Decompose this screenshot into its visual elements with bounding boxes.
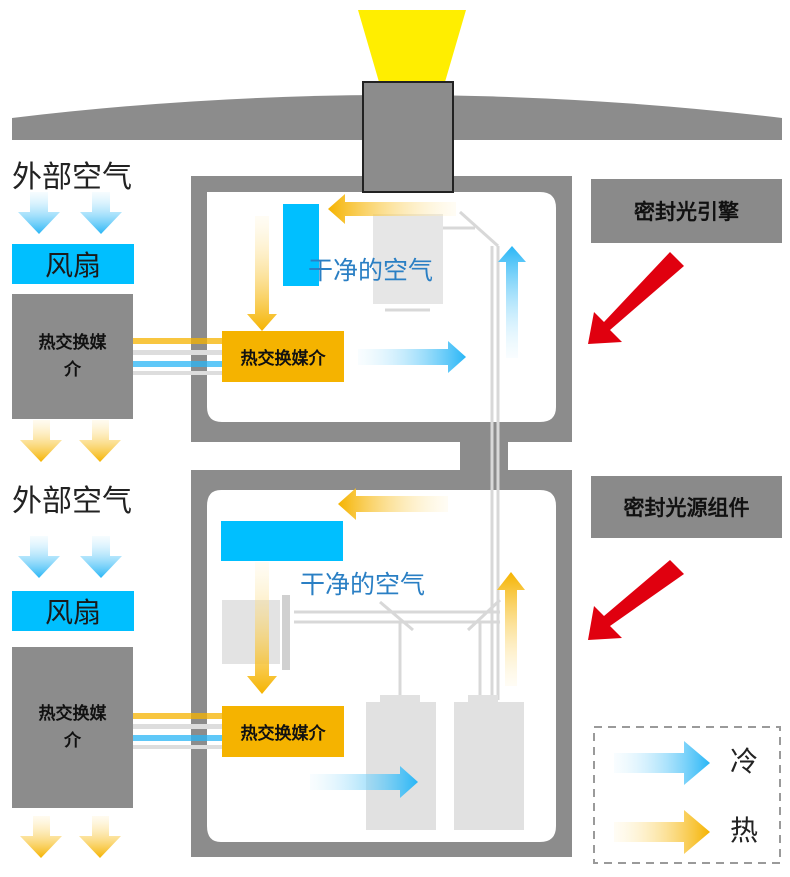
cold-flow-right-bottom bbox=[310, 766, 418, 798]
cold-flow-right-top bbox=[358, 341, 466, 373]
heat-exchanger-inner-bottom: 热交换媒介 bbox=[222, 706, 344, 757]
clean-air-label-top: 干净的空气 bbox=[308, 256, 434, 285]
legend-cold-arrow bbox=[614, 741, 710, 785]
heat-exchanger-outer-top-label: 热交换媒介 bbox=[38, 333, 107, 380]
hot-flow-left-top bbox=[328, 194, 456, 224]
optics-top bbox=[373, 210, 500, 700]
legend-cold-label: 冷 bbox=[730, 745, 759, 778]
red-arrow-engine bbox=[588, 252, 684, 344]
heat-exchanger-outer-bottom: 热交换媒介 bbox=[12, 647, 133, 808]
hot-flow-down-top bbox=[247, 216, 277, 331]
pipes-bottom bbox=[133, 713, 223, 749]
cold-flow-up-top bbox=[498, 246, 526, 358]
hot-flow-left-bottom bbox=[338, 488, 448, 520]
intake-arrows-top bbox=[18, 192, 122, 234]
sealed-light-source-label: 密封光源组件 bbox=[591, 476, 782, 538]
legend-hot-label: 热 bbox=[730, 814, 759, 847]
exhaust-arrows-bottom bbox=[20, 816, 121, 858]
red-arrow-light-source bbox=[588, 560, 684, 640]
exhaust-arrows-top bbox=[20, 420, 121, 462]
outside-air-label-top: 外部空气 bbox=[12, 160, 132, 195]
outside-air-label-bottom: 外部空气 bbox=[12, 484, 132, 519]
fan-bottom: 风扇 bbox=[12, 591, 134, 631]
heat-exchanger-outer-top: 热交换媒介 bbox=[12, 294, 133, 419]
light-beam bbox=[358, 10, 466, 82]
cold-block-top bbox=[283, 204, 319, 286]
heat-exchanger-outer-bottom-label: 热交换媒介 bbox=[38, 704, 107, 751]
pipes-top bbox=[133, 338, 223, 375]
clean-air-label-bottom: 干净的空气 bbox=[300, 570, 426, 599]
intake-arrows-bottom bbox=[18, 536, 122, 578]
cold-block-bottom bbox=[221, 521, 343, 561]
legend-hot-arrow bbox=[614, 810, 710, 854]
fan-top: 风扇 bbox=[12, 244, 134, 284]
heat-exchanger-inner-top: 热交换媒介 bbox=[222, 331, 344, 382]
optics-bottom bbox=[222, 595, 524, 830]
hot-flow-down-bottom bbox=[247, 562, 277, 694]
lens-body bbox=[362, 81, 454, 193]
sealed-engine-label: 密封光引擎 bbox=[591, 179, 782, 243]
hot-flow-up-bottom bbox=[497, 572, 525, 686]
